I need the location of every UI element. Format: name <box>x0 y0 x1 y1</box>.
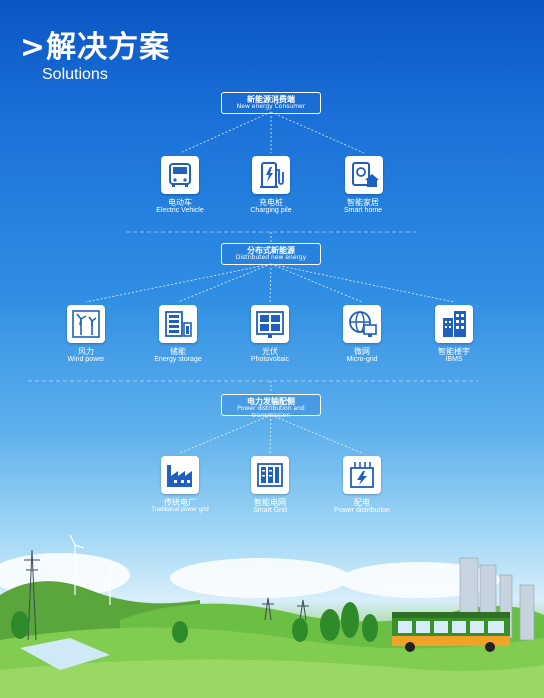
group-label-zh: 电力发输配侧 <box>247 397 295 406</box>
item-micro-grid: 微网 Micro-grid <box>317 347 407 364</box>
item-label-zh: 电动车 <box>168 198 192 207</box>
charging-pile-icon <box>252 156 290 194</box>
item-label-zh: 智能电网 <box>254 498 286 507</box>
group-new-energy-consumer: 新能源消费端 New energy Consumer <box>221 92 321 114</box>
bus-icon <box>161 156 199 194</box>
smart-grid-icon <box>251 456 289 494</box>
item-label-zh: 充电桩 <box>259 198 283 207</box>
item-smart-grid: 智能电网 Smart Grid <box>225 498 315 515</box>
item-wind-power: 风力 Wind power <box>41 347 131 364</box>
group-distributed-new-energy: 分布式新能源 Distributed new energy <box>221 243 321 265</box>
item-label-zh: 风力 <box>78 347 94 356</box>
battery-storage-icon <box>159 305 197 343</box>
item-label-zh: 智能楼宇 <box>438 347 470 356</box>
group-label-zh: 新能源消费端 <box>247 95 295 104</box>
power-distribution-icon <box>343 456 381 494</box>
smart-building-icon <box>435 305 473 343</box>
item-energy-storage: 储能 Energy storage <box>133 347 223 364</box>
page-subtitle: Solutions <box>42 66 108 83</box>
item-charging-pile: 充电桩 Charging pile <box>226 198 316 215</box>
power-plant-icon <box>161 456 199 494</box>
solar-panel-icon <box>251 305 289 343</box>
page-title: >解决方案 <box>20 30 171 65</box>
item-label-en: Photovoltaic <box>250 356 290 364</box>
item-label-zh: 储能 <box>170 347 186 356</box>
item-label-en: Traditional power grid <box>151 507 209 514</box>
item-label-en: Wind power <box>67 356 105 364</box>
item-label-en: Smart Grid <box>253 507 287 515</box>
item-electric-vehicle: 电动车 Electric Vehicle <box>135 198 225 215</box>
item-label-zh: 传统电厂 <box>164 498 196 507</box>
item-label-en: Power distribution <box>334 507 390 515</box>
item-label-zh: 微网 <box>354 347 370 356</box>
group-power-distribution: 电力发输配侧 Power distribution and transmissi… <box>221 394 321 419</box>
item-label-en: IBMS <box>445 356 463 364</box>
item-label-en: Micro-grid <box>346 356 378 364</box>
micro-grid-icon <box>343 305 381 343</box>
group-label-en: Power distribution and transmission <box>237 405 305 420</box>
landscape-illustration <box>0 534 544 698</box>
group-label-zh: 分布式新能源 <box>247 246 295 255</box>
group-label-en: New energy Consumer <box>236 103 306 111</box>
item-power-distribution: 配电 Power distribution <box>317 498 407 515</box>
wind-turbine-icon <box>67 305 105 343</box>
group-label-en: Distributed new energy <box>235 254 307 262</box>
item-label-en: Electric Vehicle <box>156 207 204 215</box>
item-smart-home: 智能家居 Smart home <box>318 198 408 215</box>
item-label-en: Charging pile <box>250 207 292 215</box>
item-label-en: Energy storage <box>154 356 202 364</box>
item-photovoltaic: 光伏 Photovoltaic <box>225 347 315 364</box>
smart-home-icon <box>345 156 383 194</box>
item-label-zh: 光伏 <box>262 347 278 356</box>
item-label-en: Smart home <box>343 207 383 215</box>
item-label-zh: 配电 <box>354 498 370 507</box>
item-label-zh: 智能家居 <box>347 198 379 207</box>
item-ibms: 智能楼宇 IBMS <box>409 347 499 364</box>
item-traditional-power-grid: 传统电厂 Traditional power grid <box>130 498 230 514</box>
